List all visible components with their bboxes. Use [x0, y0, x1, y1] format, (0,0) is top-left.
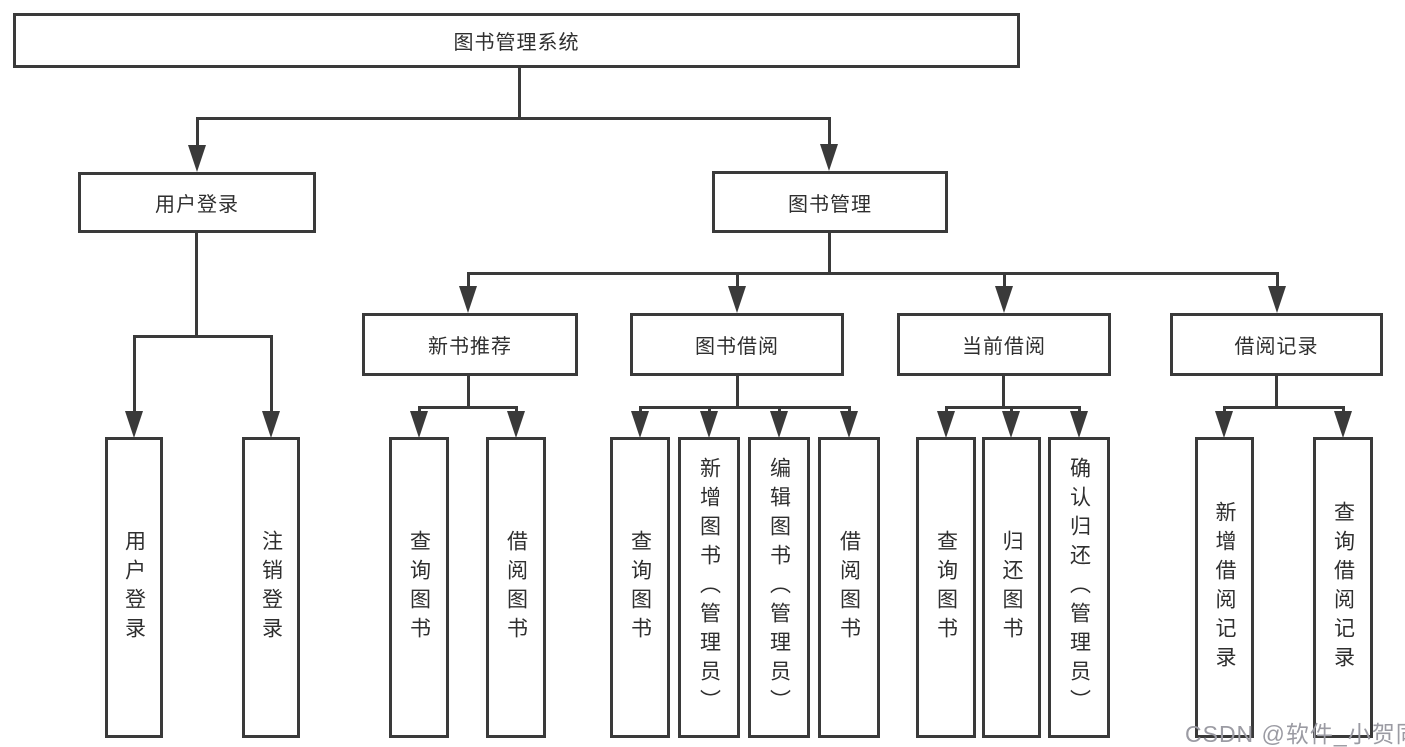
connector-login-hline [133, 335, 273, 338]
leaf-edit-book-admin-label: 编辑图书（管理员） [767, 457, 791, 718]
leaf-borrow-query-book: 查询图书 [610, 437, 670, 738]
arrowhead-sec0 [459, 286, 477, 313]
leaf-recommend-query-book-label: 查询图书 [407, 529, 431, 646]
connector-sec2-c0-stem [945, 406, 948, 414]
connector-login-child2-stem [270, 335, 273, 413]
connector-login-stub [195, 232, 198, 335]
leaf-add-borrow-record-label: 新增借阅记录 [1213, 500, 1236, 675]
connector-sec3-stub [1275, 375, 1278, 408]
leaf-confirm-return-admin-label: 确认归还（管理员） [1067, 457, 1091, 718]
leaf-user-login-label: 用户登录 [122, 529, 146, 646]
arrowhead-login-child1 [125, 411, 143, 438]
connector-sec2-c1-stem [1010, 406, 1013, 414]
connector-sec1-c2-stem [778, 406, 781, 414]
node-user-login-label: 用户登录 [155, 194, 239, 216]
connector-sec3-hline [1223, 406, 1344, 409]
arrowhead-sec1 [728, 286, 746, 313]
node-borrow-records-label: 借阅记录 [1234, 336, 1319, 358]
leaf-user-login: 用户登录 [105, 437, 163, 738]
leaf-query-borrow-record-label: 查询借阅记录 [1331, 500, 1355, 675]
connector-sec0-c1-stem [515, 406, 518, 414]
node-root: 图书管理系统 [13, 13, 1020, 68]
arrowhead-sec1-c2 [770, 411, 788, 438]
connector-sec3-stem [1276, 272, 1279, 288]
leaf-recommend-query-book: 查询图书 [389, 437, 449, 738]
leaf-return-book: 归还图书 [982, 437, 1041, 738]
arrowhead-sec0-c1 [507, 411, 525, 438]
leaf-edit-book-admin: 编辑图书（管理员） [748, 437, 810, 738]
connector-sec1-stub [736, 375, 739, 408]
arrowhead-sec1-c3 [840, 411, 858, 438]
arrowhead-login-child2 [262, 411, 280, 438]
node-book-management-label: 图书管理 [788, 193, 872, 216]
leaf-add-borrow-record: 新增借阅记录 [1195, 437, 1254, 738]
leaf-add-book-admin-label: 新增图书（管理员） [697, 457, 721, 718]
connector-sec2-c2-stem [1078, 406, 1081, 414]
leaf-recommend-borrow-book-label: 借阅图书 [504, 529, 528, 646]
node-root-label: 图书管理系统 [453, 32, 580, 54]
node-book-borrow-label: 图书借阅 [695, 336, 779, 358]
leaf-borrow-book: 借阅图书 [818, 437, 880, 738]
leaf-logout: 注销登录 [242, 437, 300, 738]
connector-root-stub [518, 68, 521, 120]
connector-sec0-c0-stem [418, 406, 421, 414]
leaf-current-query-book: 查询图书 [916, 437, 976, 738]
leaf-borrow-query-book-label: 查询图书 [628, 529, 652, 646]
leaf-add-book-admin: 新增图书（管理员） [678, 437, 740, 738]
connector-level3-hline [467, 272, 1279, 275]
connector-sec1-c1-stem [708, 406, 711, 414]
arrowhead-to-mgmt [820, 144, 838, 171]
arrowhead-sec1-c0 [631, 411, 649, 438]
connector-login-child1-stem [133, 335, 136, 413]
connector-sec1-c0-stem [639, 406, 642, 414]
connector-sec2-stub [1002, 375, 1005, 408]
node-new-book-recommend: 新书推荐 [362, 313, 578, 376]
node-current-borrow-label: 当前借阅 [962, 336, 1046, 358]
leaf-recommend-borrow-book: 借阅图书 [486, 437, 546, 738]
node-current-borrow: 当前借阅 [897, 313, 1111, 376]
connector-level2-hline [196, 117, 830, 120]
connector-mgmt-stem [828, 117, 831, 146]
node-new-book-recommend-label: 新书推荐 [428, 336, 512, 358]
arrowhead-sec2-c1 [1002, 411, 1020, 438]
node-user-login: 用户登录 [78, 172, 316, 233]
connector-sec1-stem [736, 272, 739, 288]
connector-sec0-hline [418, 406, 518, 409]
arrowhead-sec1-c1 [700, 411, 718, 438]
arrowhead-to-login [188, 145, 206, 172]
leaf-return-book-label: 归还图书 [1000, 529, 1023, 646]
arrowhead-sec0-c0 [410, 411, 428, 438]
leaf-logout-label: 注销登录 [259, 529, 283, 646]
connector-sec1-c3-stem [848, 406, 851, 414]
arrowhead-sec3-c1 [1334, 411, 1352, 438]
arrowhead-sec2-c0 [937, 411, 955, 438]
connector-sec3-c1-stem [1342, 406, 1345, 414]
node-book-borrow: 图书借阅 [630, 313, 844, 376]
arrowhead-sec3 [1268, 286, 1286, 313]
connector-login-stem [196, 117, 199, 146]
connector-sec2-stem [1003, 272, 1006, 288]
connector-sec1-hline [639, 406, 851, 409]
csdn-watermark: CSDN @软件_小贺同学 [1185, 721, 1405, 747]
leaf-confirm-return-admin: 确认归还（管理员） [1048, 437, 1110, 738]
leaf-borrow-book-label: 借阅图书 [837, 529, 861, 646]
connector-sec0-stub [467, 375, 470, 408]
node-book-management: 图书管理 [712, 171, 948, 233]
node-borrow-records: 借阅记录 [1170, 313, 1383, 376]
connector-mgmt-stub [828, 233, 831, 274]
connector-sec0-stem [467, 272, 470, 288]
connector-sec3-c0-stem [1223, 406, 1226, 414]
arrowhead-sec2 [995, 286, 1013, 313]
leaf-current-query-book-label: 查询图书 [934, 529, 958, 646]
arrowhead-sec2-c2 [1070, 411, 1088, 438]
arrowhead-sec3-c0 [1215, 411, 1233, 438]
leaf-query-borrow-record: 查询借阅记录 [1313, 437, 1373, 738]
